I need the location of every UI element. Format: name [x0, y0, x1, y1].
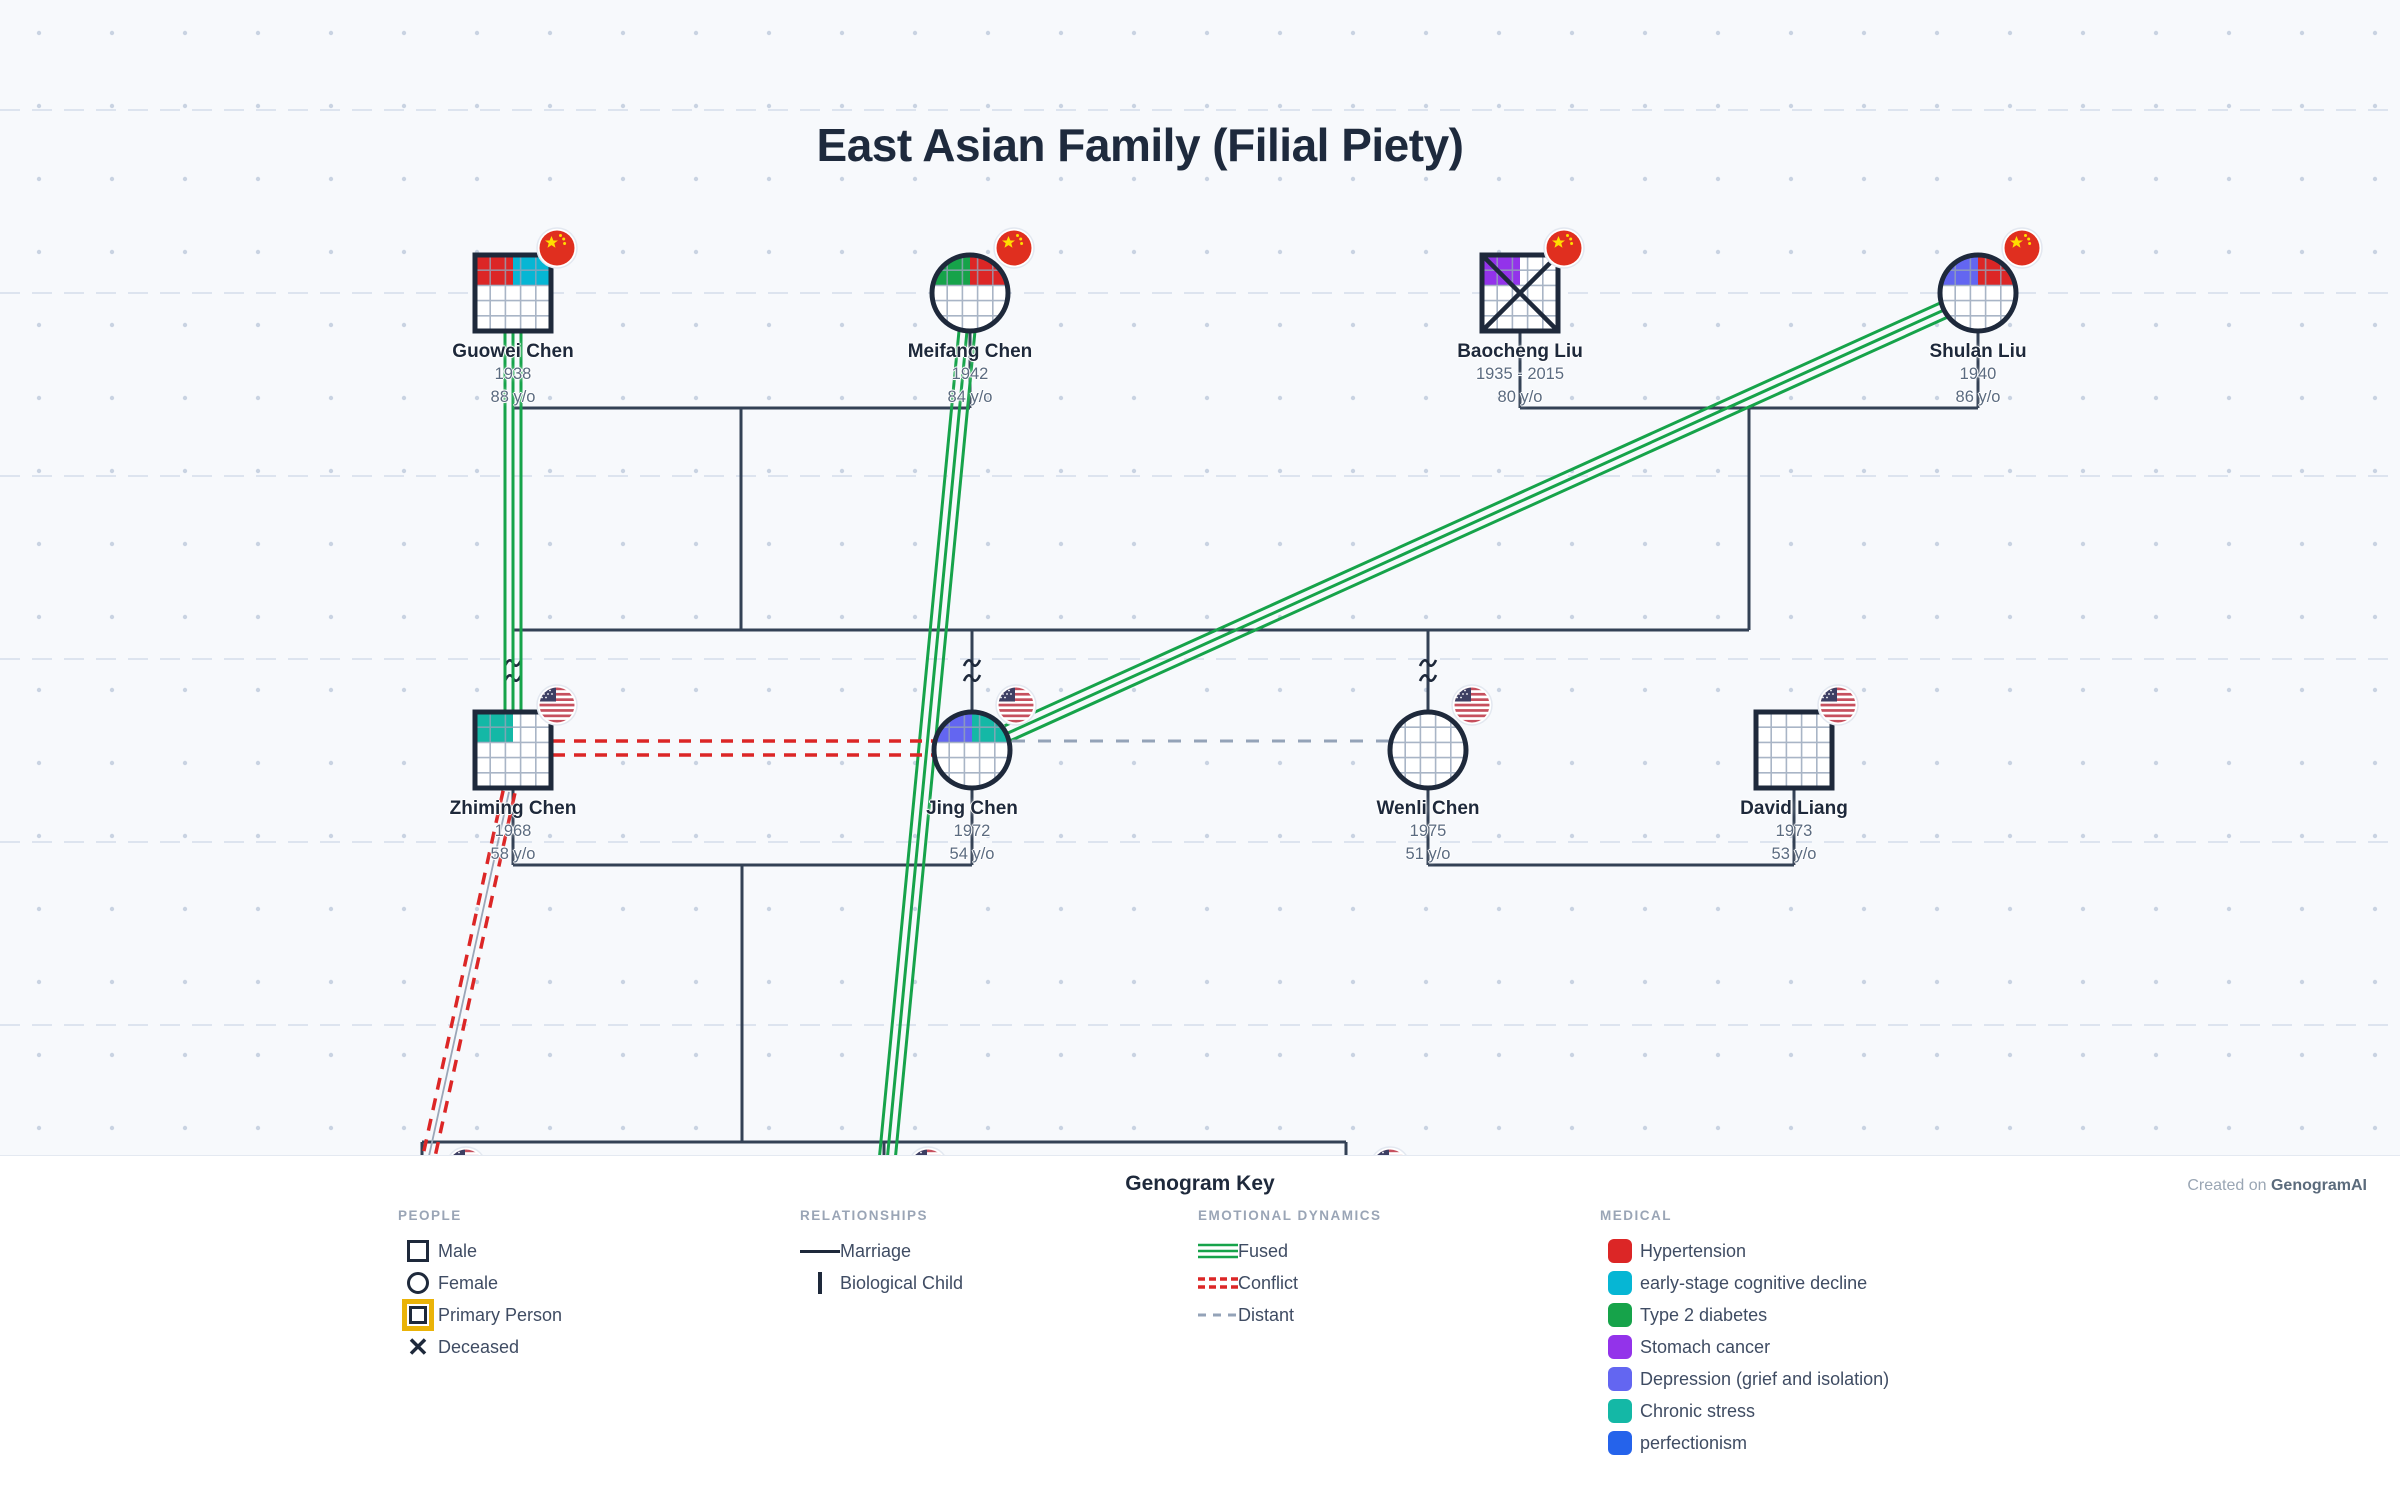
- attribution-prefix: Created on: [2187, 1177, 2271, 1194]
- chronic-stress-swatch: [1600, 1399, 1640, 1423]
- key-item-stomach-cancer: Stomach cancer: [1600, 1331, 1889, 1363]
- china-flag-badge: [1543, 227, 1585, 269]
- primary-person-icon: [398, 1299, 438, 1331]
- person-name: Meifang Chen: [907, 341, 1033, 362]
- attribution: Created on GenogramAI: [2187, 1177, 2367, 1195]
- female-symbol: [1387, 709, 1469, 791]
- fused-line-guowei-zhiming: [503, 331, 523, 712]
- hypertension-swatch: [1600, 1239, 1640, 1263]
- key-item-biological-child: Biological Child: [800, 1267, 963, 1299]
- key-header-emotional-dynamics: EMOTIONAL DYNAMICS: [1198, 1208, 1382, 1223]
- female-symbol: [1937, 252, 2019, 334]
- conflict-lines-icon: [1198, 1276, 1238, 1290]
- person-name: Jing Chen: [926, 798, 1018, 819]
- background-guide-lines: [0, 109, 2400, 1026]
- key-item-cognitive-decline: early-stage cognitive decline: [1600, 1267, 1889, 1299]
- key-item-marriage: Marriage: [800, 1235, 963, 1267]
- male-symbol-deceased: [1479, 252, 1561, 334]
- male-square-icon: [398, 1240, 438, 1262]
- key-section-emotional-dynamics: EMOTIONAL DYNAMICS Fused Conflict Distan…: [1198, 1208, 1382, 1331]
- usa-flag-badge: [1816, 683, 1860, 727]
- key-item-chronic-stress: Chronic stress: [1600, 1395, 1889, 1427]
- usa-flag-badge: [535, 683, 579, 727]
- dot-grid-background: [0, 0, 2400, 1155]
- usa-flag-badge: [994, 683, 1038, 727]
- china-flag-badge: [2001, 227, 2043, 269]
- person-age: 80 y/o: [1497, 388, 1543, 406]
- deceased-x-mark: [1482, 255, 1558, 331]
- person-name: Shulan Liu: [1929, 341, 2027, 362]
- person-age: 86 y/o: [1955, 388, 2001, 406]
- person-name: Guowei Chen: [452, 341, 574, 362]
- person-birth-year: 1942: [951, 365, 989, 383]
- male-symbol: [472, 252, 554, 334]
- cognitive-decline-swatch: [1600, 1271, 1640, 1295]
- deceased-x-icon: ✕: [407, 1332, 429, 1362]
- person-name: Zhiming Chen: [449, 798, 577, 819]
- usa-flag-badge: [1450, 683, 1494, 727]
- key-item-depression: Depression (grief and isolation): [1600, 1363, 1889, 1395]
- genogram-key-panel: Genogram Key Created on GenogramAI PEOPL…: [0, 1155, 2400, 1500]
- person-name: David Liang: [1740, 798, 1848, 819]
- key-section-medical: MEDICAL Hypertension early-stage cogniti…: [1600, 1208, 1889, 1459]
- male-symbol: [1753, 709, 1835, 791]
- female-circle-icon: [398, 1272, 438, 1294]
- key-item-deceased: ✕ Deceased: [398, 1331, 562, 1363]
- china-flag-badge: [993, 227, 1035, 269]
- person-age: 58 y/o: [490, 845, 536, 863]
- key-item-fused: Fused: [1198, 1235, 1382, 1267]
- page-title: East Asian Family (Filial Piety): [816, 119, 1464, 171]
- key-item-hypertension: Hypertension: [1600, 1235, 1889, 1267]
- key-item-distant: Distant: [1198, 1299, 1382, 1331]
- person-name: Wenli Chen: [1376, 798, 1480, 819]
- fused-line-shulan-jing: [1004, 301, 1948, 742]
- attribution-brand: GenogramAI: [2270, 1177, 2367, 1194]
- distant-line-icon: [1198, 1312, 1238, 1318]
- person-birth-year: 1938: [494, 365, 532, 383]
- perfectionism-swatch: [1600, 1431, 1640, 1455]
- key-section-relationships: RELATIONSHIPS Marriage Biological Child: [800, 1208, 963, 1299]
- stomach-cancer-swatch: [1600, 1335, 1640, 1359]
- female-symbol: [929, 252, 1011, 334]
- key-header-medical: MEDICAL: [1600, 1208, 1672, 1223]
- key-item-type-2-diabetes: Type 2 diabetes: [1600, 1299, 1889, 1331]
- key-item-perfectionism: perfectionism: [1600, 1427, 1889, 1459]
- conflict-line-zhiming-child: [421, 790, 517, 1158]
- male-symbol: [472, 709, 554, 791]
- key-header-people: PEOPLE: [398, 1208, 462, 1223]
- key-header-relationships: RELATIONSHIPS: [800, 1208, 929, 1223]
- depression-swatch: [1600, 1367, 1640, 1391]
- marriage-line-icon: [800, 1249, 840, 1253]
- person-birth-year: 1973: [1775, 822, 1813, 840]
- person-age: 53 y/o: [1771, 845, 1817, 863]
- key-item-male: Male: [398, 1235, 562, 1267]
- china-flag-badge: [536, 227, 578, 269]
- diabetes-swatch: [1600, 1303, 1640, 1327]
- key-item-conflict: Conflict: [1198, 1267, 1382, 1299]
- person-name: Baocheng Liu: [1457, 341, 1583, 362]
- person-life-years: 1935 - 2015: [1475, 365, 1565, 383]
- person-age: 88 y/o: [490, 388, 536, 406]
- person-age: 84 y/o: [947, 388, 993, 406]
- person-birth-year: 1972: [953, 822, 991, 840]
- person-age: 54 y/o: [949, 845, 995, 863]
- key-item-female: Female: [398, 1267, 562, 1299]
- key-title: Genogram Key: [1125, 1172, 1275, 1195]
- key-section-people: PEOPLE Male Female Primary Person ✕ Dece…: [398, 1208, 562, 1363]
- person-birth-year: 1968: [494, 822, 532, 840]
- fused-lines-icon: [1198, 1242, 1238, 1260]
- person-birth-year: 1940: [1959, 365, 1997, 383]
- key-item-primary-person: Primary Person: [398, 1299, 562, 1331]
- person-age: 51 y/o: [1405, 845, 1451, 863]
- conflict-line-zhiming-jing: [553, 739, 935, 757]
- biological-child-line-icon: [800, 1272, 840, 1294]
- person-birth-year: 1975: [1409, 822, 1447, 840]
